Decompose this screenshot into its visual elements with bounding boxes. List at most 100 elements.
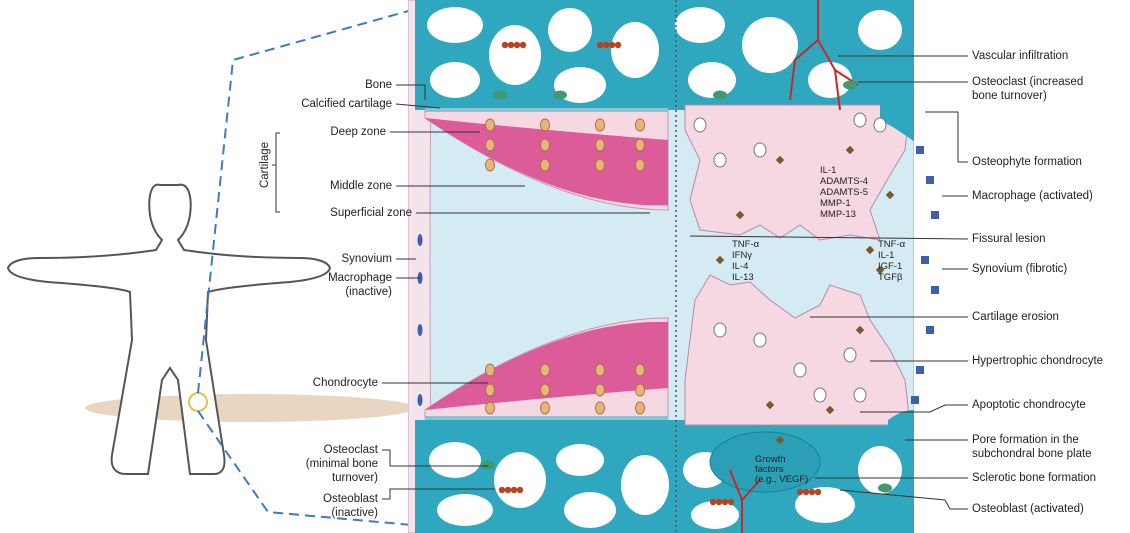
osteoclast — [713, 91, 727, 100]
hypertrophic-chondrocyte — [814, 388, 826, 402]
label-osteoblast-activated: Osteoblast (activated) — [972, 503, 1084, 515]
growth-factor-2: (e.g., VEGF) — [755, 474, 808, 485]
left-cytokine-3: IL-13 — [732, 272, 754, 283]
label-osteoclast-minimal-2: (minimal bone — [306, 458, 378, 470]
chondrocyte — [541, 139, 550, 151]
left-cytokine-2: IL-4 — [732, 261, 748, 272]
chondrocyte — [596, 159, 605, 171]
label-osteoblast-inactive-1: Osteoblast — [323, 493, 379, 505]
chondrocyte — [486, 139, 495, 151]
macrophage-activated — [916, 366, 924, 374]
hypertrophic-chondrocyte — [794, 363, 806, 377]
hypertrophic-chondrocyte — [754, 143, 766, 157]
chondrocyte — [636, 159, 645, 171]
label-sclerotic-bone: Sclerotic bone formation — [972, 472, 1096, 484]
hypertrophic-chondrocyte — [714, 153, 726, 167]
macrophage-activated — [926, 326, 934, 334]
macrophage-activated — [931, 286, 939, 294]
right-cytokine-1: IL-1 — [878, 250, 894, 261]
macrophage-activated — [911, 396, 919, 404]
hypertrophic-chondrocyte — [854, 388, 866, 402]
label-apoptotic-chondrocyte: Apoptotic chondrocyte — [972, 399, 1086, 411]
right-cytokine-3: TGFβ — [878, 272, 903, 283]
osteoblast — [502, 42, 508, 48]
left-cytokine-1: IFNγ — [732, 250, 752, 261]
chondrocyte — [486, 159, 495, 171]
chondrocyte — [541, 402, 550, 414]
joint-cross-section — [408, 0, 941, 533]
label-vascular-infiltration: Vascular infiltration — [972, 50, 1068, 62]
osteoblast — [508, 42, 514, 48]
macrophage-activated — [916, 146, 924, 154]
label-synovium: Synovium — [342, 253, 393, 265]
chondrocyte — [636, 384, 645, 396]
chondrocyte — [636, 139, 645, 151]
chondrocyte — [636, 402, 645, 414]
label-osteophyte-formation: Osteophyte formation — [972, 156, 1082, 168]
hypertrophic-chondrocyte — [694, 118, 706, 132]
chondrocyte — [636, 364, 645, 376]
label-osteoclast-increased-2: bone turnover) — [972, 90, 1047, 102]
label-cartilage-erosion: Cartilage erosion — [972, 311, 1059, 323]
osteoblast — [615, 42, 621, 48]
chondrocyte — [541, 119, 550, 131]
label-hypertrophic-chondrocyte: Hypertrophic chondrocyte — [972, 355, 1103, 367]
cartilage-bracket — [272, 133, 280, 212]
label-macrophage-inactive-1: Macrophage — [328, 272, 392, 284]
macrophage-inactive — [418, 394, 423, 406]
osteoclast — [843, 81, 857, 90]
label-osteoclast-increased-1: Osteoclast (increased — [972, 76, 1083, 88]
chondrocyte — [486, 402, 495, 414]
enzyme-0: IL-1 — [820, 165, 836, 176]
osteoblast — [520, 42, 526, 48]
osteoblast — [710, 499, 716, 505]
osteoclast — [878, 484, 892, 493]
label-macrophage-inactive-2: (inactive) — [345, 286, 392, 298]
label-pore-formation-1: Pore formation in the — [972, 434, 1079, 446]
label-superficial-zone: Superficial zone — [330, 207, 412, 219]
osteoblast — [809, 489, 815, 495]
enzyme-1: ADAMTS-4 — [820, 176, 868, 187]
chondrocyte — [596, 364, 605, 376]
macrophage-activated — [931, 211, 939, 219]
chondrocyte — [541, 384, 550, 396]
chondrocyte — [486, 119, 495, 131]
human-body-outline — [8, 185, 330, 474]
right-cytokine-0: TNF-α — [878, 239, 906, 250]
osteoclast — [553, 91, 567, 100]
label-macrophage-activated: Macrophage (activated) — [972, 190, 1093, 202]
macrophage-inactive — [418, 234, 423, 246]
chondrocyte — [486, 384, 495, 396]
label-calcified-cartilage: Calcified cartilage — [301, 98, 392, 110]
osteoblast — [815, 489, 821, 495]
label-osteoclast-minimal-3: turnover) — [332, 472, 378, 484]
osteoclast — [481, 461, 495, 470]
macrophage-activated — [921, 256, 929, 264]
label-cartilage: Cartilage — [259, 142, 271, 188]
osteoblast — [514, 42, 520, 48]
osteoblast — [609, 42, 615, 48]
chondrocyte — [596, 119, 605, 131]
macrophage-inactive — [418, 324, 423, 336]
osteoblast — [505, 487, 511, 493]
hypertrophic-chondrocyte — [854, 113, 866, 127]
hypertrophic-chondrocyte — [754, 333, 766, 347]
chondrocyte — [596, 139, 605, 151]
enzyme-3: MMP-1 — [820, 198, 851, 209]
osteoblast — [597, 42, 603, 48]
label-middle-zone: Middle zone — [330, 180, 392, 192]
enzyme-4: MMP-13 — [820, 209, 856, 220]
chondrocyte — [486, 364, 495, 376]
label-chondrocyte: Chondrocyte — [313, 377, 378, 389]
osteoblast — [716, 499, 722, 505]
osteoblast — [517, 487, 523, 493]
chondrocyte — [636, 119, 645, 131]
hypertrophic-chondrocyte — [844, 348, 856, 362]
chondrocyte — [541, 364, 550, 376]
chondrocyte — [541, 159, 550, 171]
osteoclast — [493, 91, 507, 100]
enzyme-2: ADAMTS-5 — [820, 187, 868, 198]
osteoblast — [603, 42, 609, 48]
left-cytokine-0: TNF-α — [732, 239, 760, 250]
